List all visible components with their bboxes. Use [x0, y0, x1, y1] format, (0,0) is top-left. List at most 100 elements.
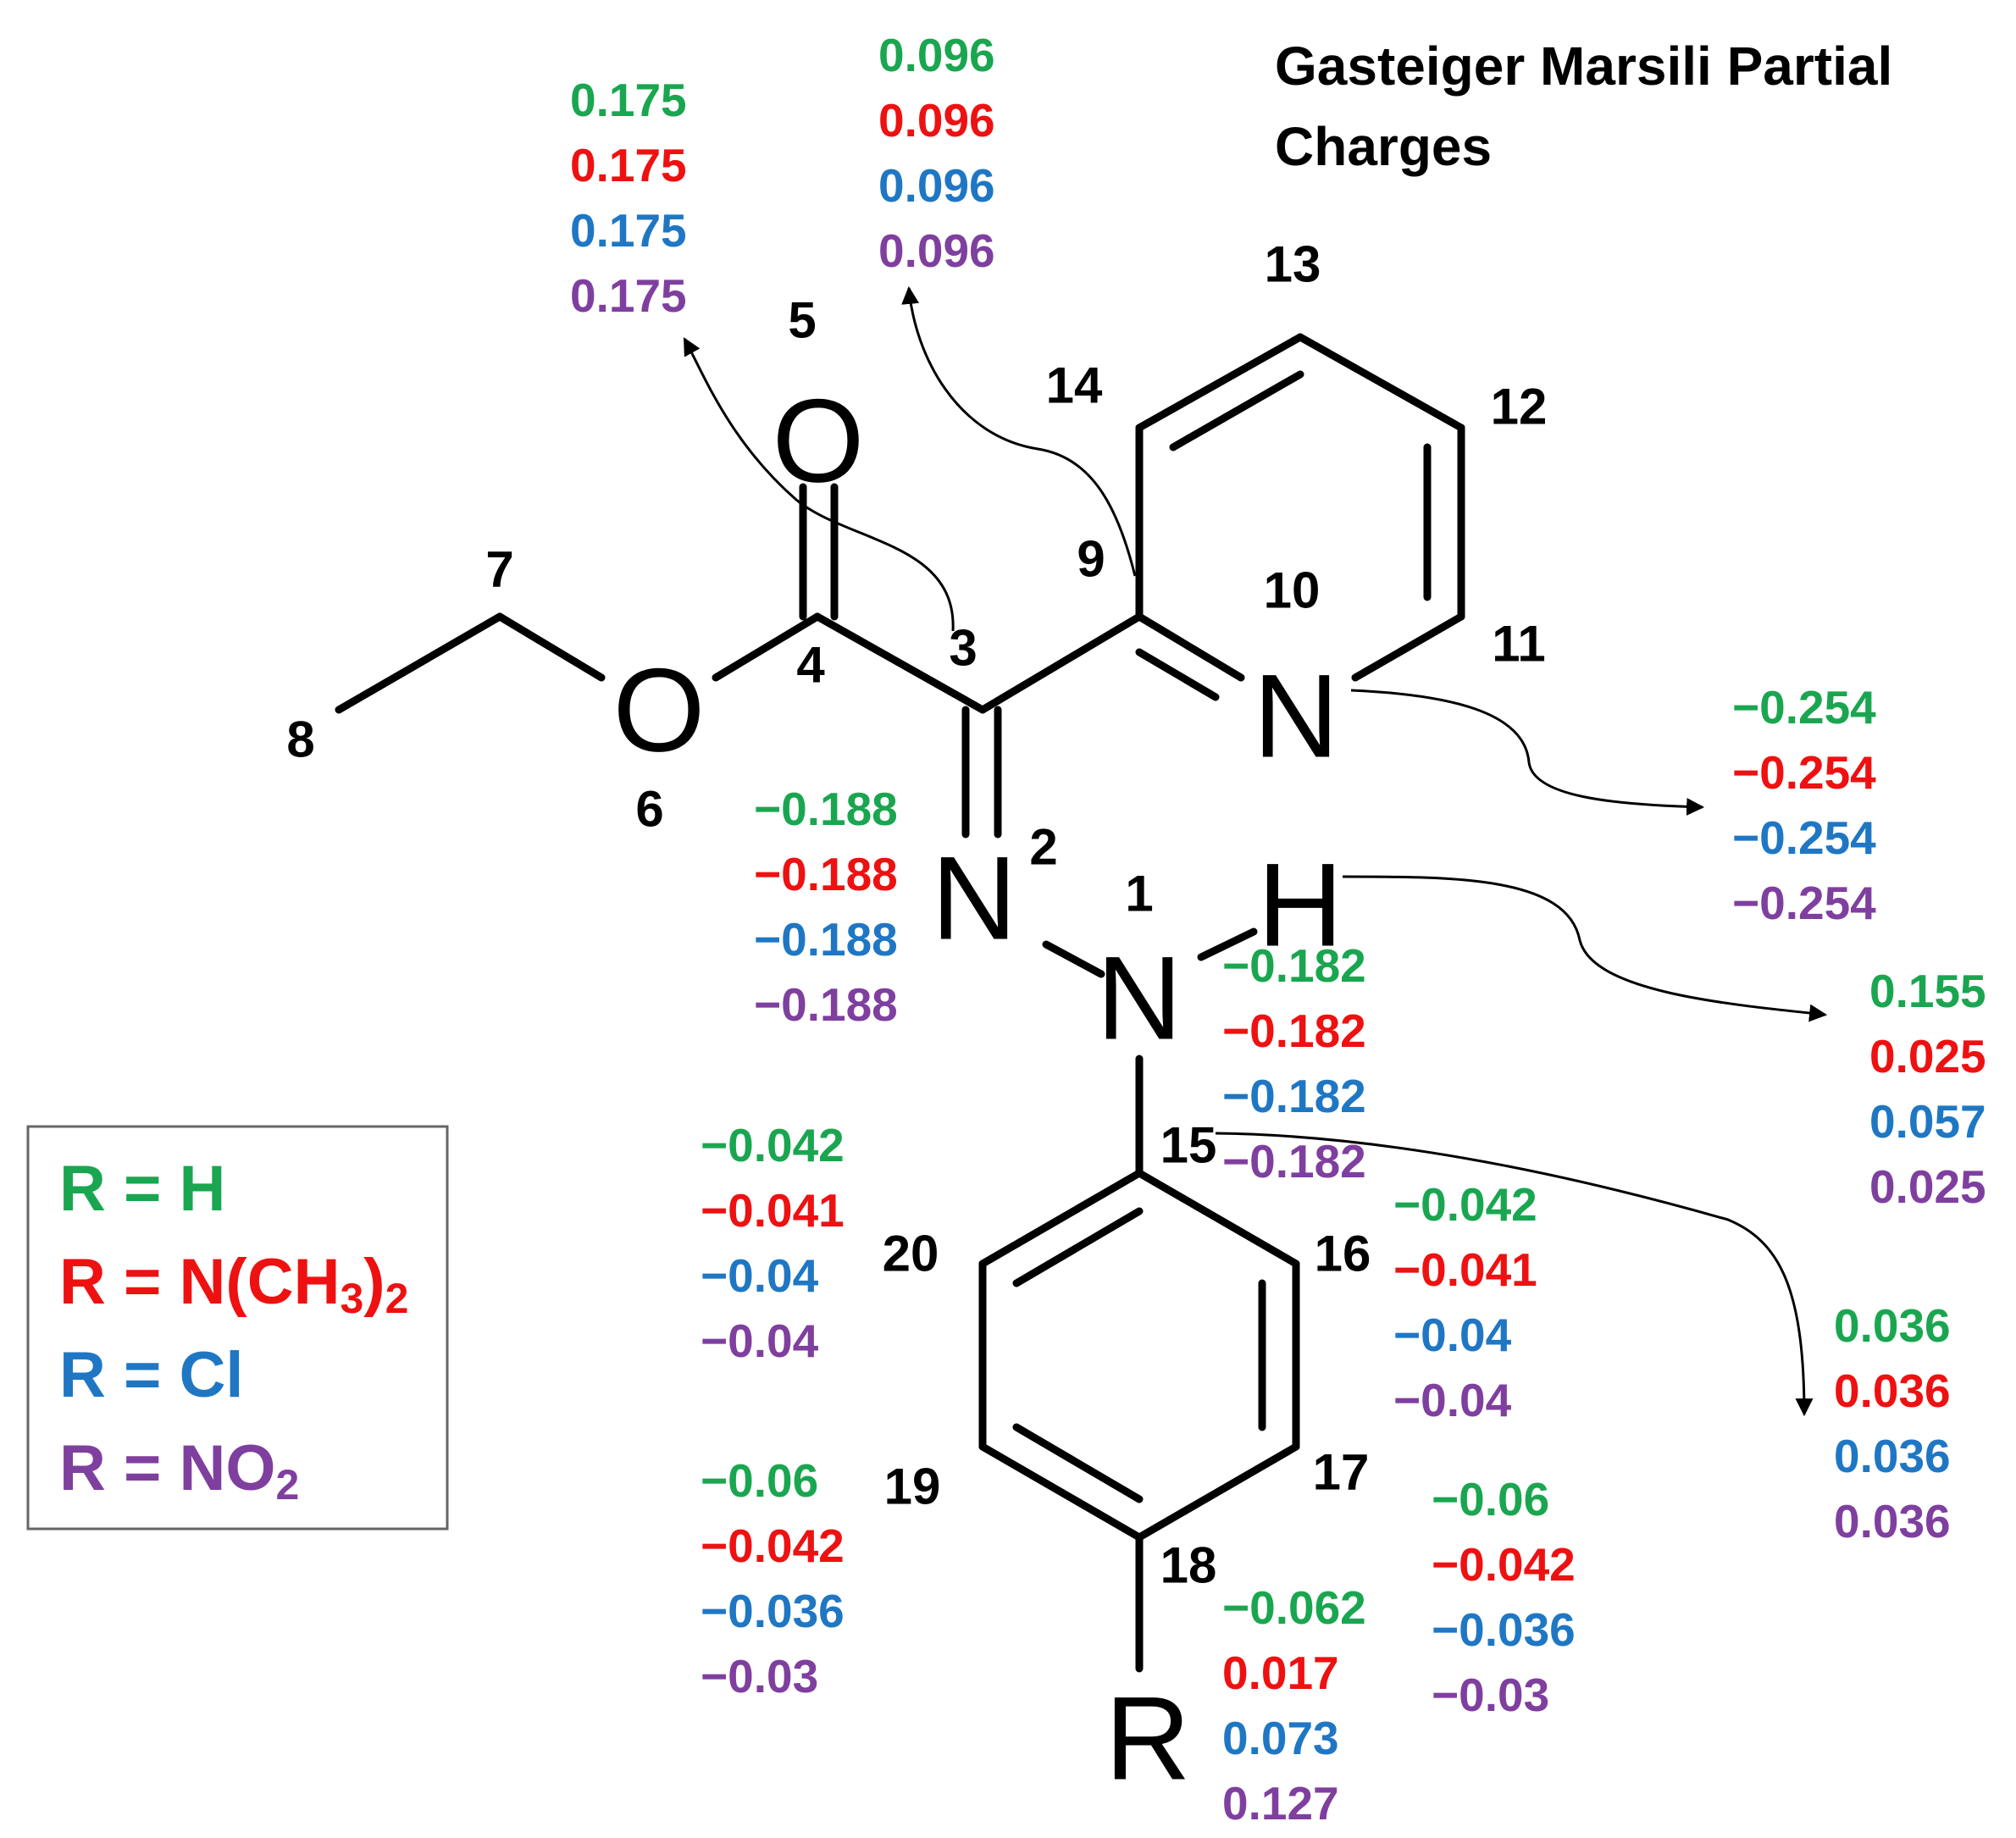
atom-number-15: 15	[1160, 1117, 1217, 1174]
charge-c9-no2: 0.096	[878, 224, 995, 277]
charge-n2-cl: −0.188	[754, 913, 898, 966]
legend: R = H R = N(CH3)2 R = Cl R = NO2	[26, 1125, 449, 1531]
charge-c9-nme2: 0.096	[878, 94, 995, 147]
arrow-h-to-charges	[1342, 875, 1828, 1022]
bond-c20-c15	[978, 1169, 1144, 1268]
charge-c19-h: −0.06	[701, 1454, 818, 1507]
charge-n1-cl: −0.182	[1222, 1070, 1366, 1122]
bond-c14-c13-inner	[1169, 370, 1304, 451]
charge-n10-nme2: −0.254	[1732, 746, 1876, 799]
atom-number-10: 10	[1264, 562, 1321, 619]
charge-c15-cl: 0.036	[1834, 1430, 1951, 1482]
charge-c16-nme2: −0.041	[1393, 1243, 1537, 1296]
legend-box	[26, 1125, 449, 1531]
atom-h: H	[1257, 839, 1343, 972]
charge-c17-cl: −0.036	[1432, 1603, 1576, 1656]
charge-c15-nme2: 0.036	[1834, 1365, 1951, 1417]
bond-c18-c19	[978, 1442, 1144, 1542]
charge-c15-no2: 0.036	[1834, 1495, 1951, 1547]
charge-c20-no2: −0.04	[701, 1315, 819, 1367]
bond-c15-c16	[1135, 1169, 1300, 1268]
bond-c11-n10	[1351, 612, 1465, 682]
atom-n-pyridine: N	[1253, 650, 1338, 783]
atom-number-16: 16	[1315, 1226, 1371, 1282]
charge-c18-h: −0.062	[1222, 1581, 1366, 1634]
bond-c14-c13	[1135, 333, 1304, 432]
charge-values: 0.175 0.175 0.175 0.175 0.096 0.096 0.096 0.096…	[570, 29, 1986, 1830]
charge-n1-no2: −0.182	[1222, 1135, 1366, 1188]
atom-number-20: 20	[883, 1226, 939, 1282]
arrow-c15-to-charges	[1215, 1132, 1814, 1417]
arrow-c3-to-c5-charges	[683, 337, 955, 632]
bond-o6-c4	[712, 612, 822, 682]
atom-number-17: 17	[1313, 1444, 1370, 1501]
charge-n10-h: −0.254	[1732, 681, 1876, 734]
atom-number-1: 1	[1125, 866, 1153, 922]
atom-n1: N	[1096, 932, 1182, 1065]
charge-c19-no2: −0.03	[701, 1650, 818, 1702]
charge-c17-h: −0.06	[1432, 1473, 1549, 1525]
charge-c20-h: −0.042	[701, 1119, 845, 1171]
charge-c9-cl: 0.096	[878, 159, 995, 212]
atom-r: R	[1105, 1672, 1190, 1805]
charge-n10-no2: −0.254	[1732, 877, 1876, 929]
atom-n2: N	[931, 832, 1016, 965]
charge-c17-no2: −0.03	[1432, 1669, 1549, 1721]
title-line-1: Gasteiger Marsili Partial	[1275, 36, 1892, 97]
legend-item-h: R = H	[59, 1153, 225, 1225]
atom-o-carbonyl: O	[773, 374, 865, 507]
atom-number-4: 4	[796, 637, 825, 694]
arrow-n10-to-charges	[1350, 689, 1705, 816]
charge-c5-nme2: 0.175	[570, 139, 687, 191]
legend-item-no2: R = NO2	[59, 1432, 299, 1509]
charge-c20-cl: −0.04	[701, 1249, 819, 1302]
bond-c20-c15-inner	[1012, 1207, 1144, 1287]
charge-c18-cl: 0.073	[1222, 1712, 1339, 1764]
charge-c19-nme2: −0.042	[701, 1520, 845, 1572]
charge-h-h: 0.155	[1869, 965, 1986, 1017]
charge-c17-nme2: −0.042	[1432, 1538, 1576, 1591]
bond-c9-n10-inner	[1135, 648, 1220, 701]
bond-c8-c7	[335, 612, 504, 714]
arrow-c9-to-c9-charges	[901, 285, 1137, 577]
charge-c15-h: 0.036	[1834, 1299, 1951, 1352]
legend-item-nme2: R = N(CH3)2	[59, 1246, 408, 1323]
atom-number-5: 5	[788, 292, 816, 349]
bond-c4-c3	[813, 612, 987, 714]
title-line-2: Charges	[1275, 116, 1492, 177]
charge-c5-no2: 0.175	[570, 269, 687, 322]
atom-number-9: 9	[1077, 531, 1105, 588]
charge-c5-cl: 0.175	[570, 204, 687, 257]
charge-n2-nme2: −0.188	[754, 848, 898, 900]
atom-number-13: 13	[1265, 236, 1321, 293]
charge-c18-no2: 0.127	[1222, 1777, 1339, 1830]
charge-c18-nme2: 0.017	[1222, 1647, 1339, 1699]
charge-c16-no2: −0.04	[1393, 1374, 1512, 1426]
legend-item-cl: R = Cl	[59, 1339, 244, 1411]
atom-number-7: 7	[485, 541, 513, 598]
arrows	[683, 285, 1828, 1417]
bond-c7-o6	[496, 612, 606, 682]
charge-n2-no2: −0.188	[754, 978, 898, 1031]
atom-number-8: 8	[286, 711, 314, 768]
charge-c19-cl: −0.036	[701, 1585, 845, 1637]
atom-o-ester: O	[613, 644, 706, 777]
bonds	[335, 333, 1465, 1673]
charge-c9-h: 0.096	[878, 29, 995, 81]
bond-n1-h	[1197, 927, 1258, 961]
charge-c5-h: 0.175	[570, 74, 687, 126]
bond-c18-c19-inner	[1012, 1423, 1144, 1503]
charge-n2-h: −0.188	[754, 783, 898, 835]
charge-n1-h: −0.182	[1222, 939, 1366, 992]
atom-number-14: 14	[1046, 357, 1103, 414]
bond-c9-n10	[1135, 612, 1245, 682]
atom-number-12: 12	[1491, 379, 1548, 435]
atom-numbers: 1 2 3 4 5 6 7 8 9 10 11 12 13 14 15 16 1…	[286, 236, 1547, 1594]
atom-number-19: 19	[884, 1459, 941, 1515]
charge-c20-nme2: −0.041	[701, 1184, 845, 1237]
bond-c3-c9	[978, 612, 1144, 714]
charge-n1-nme2: −0.182	[1222, 1005, 1366, 1057]
atom-number-6: 6	[635, 781, 663, 838]
charge-h-cl: 0.057	[1869, 1095, 1986, 1148]
